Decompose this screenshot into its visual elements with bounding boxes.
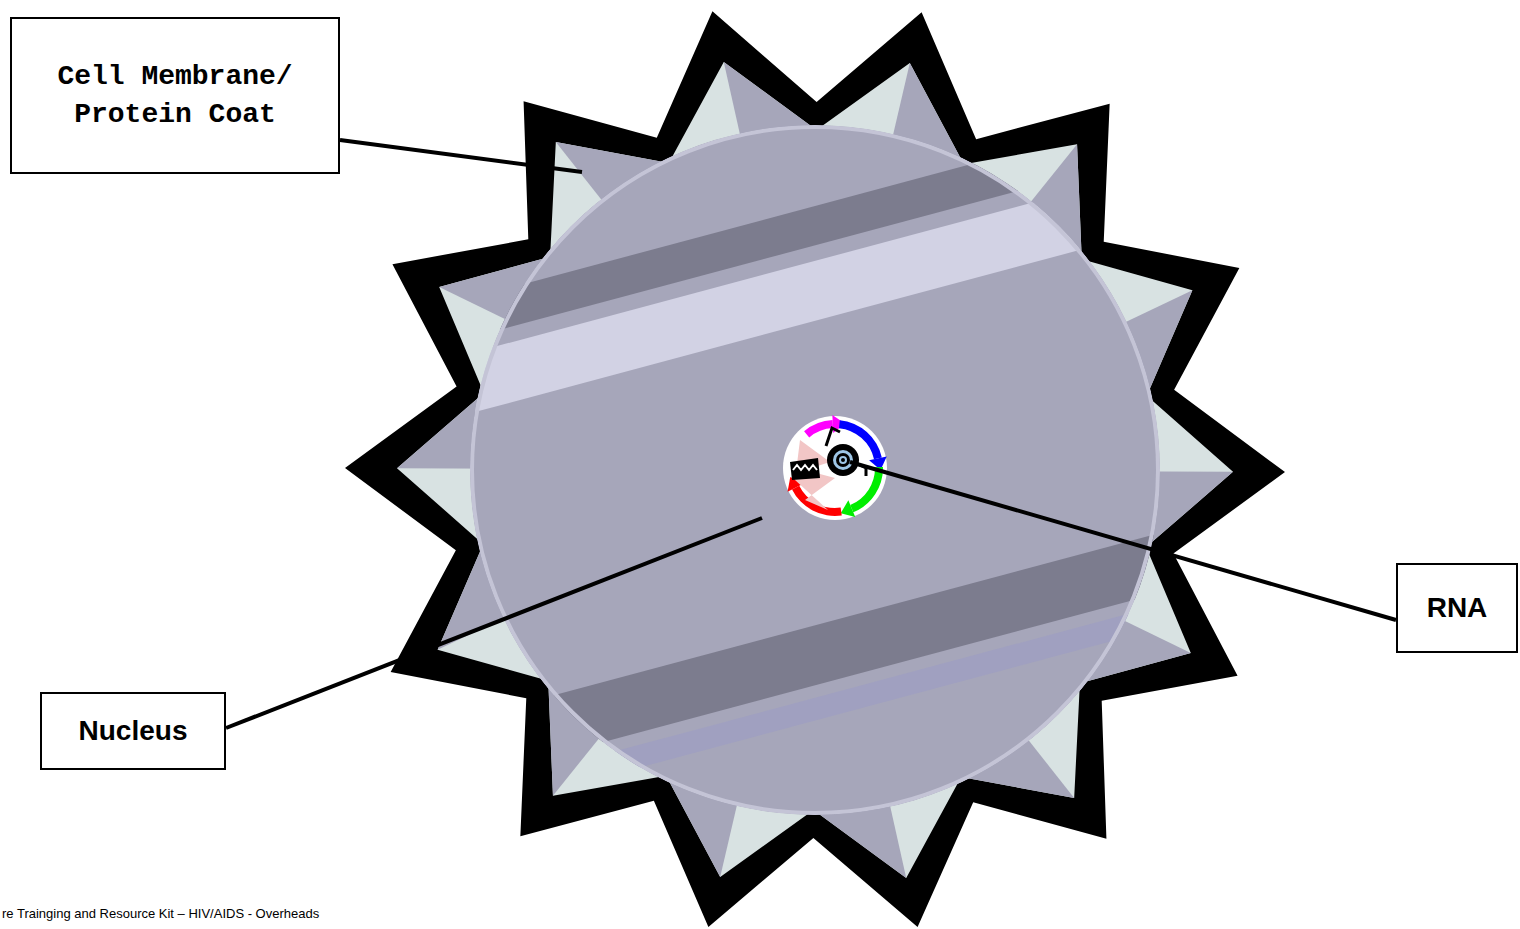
spike-fill <box>397 62 1233 878</box>
light-band <box>391 162 1198 430</box>
arrow-head <box>841 500 856 517</box>
leader-line <box>850 462 1396 620</box>
spike-layer <box>345 11 1285 927</box>
virus-body <box>377 111 1298 815</box>
teeth <box>793 465 817 470</box>
dark-band <box>482 502 1289 770</box>
mid-band <box>587 604 1172 781</box>
rna-dot <box>841 458 845 462</box>
leader-lines <box>226 140 1396 728</box>
leader-line <box>226 518 762 728</box>
rna-ring <box>839 456 847 464</box>
leader-line <box>340 140 582 172</box>
antenna <box>826 428 840 446</box>
rna-ring <box>836 453 850 467</box>
label-box: Cell Membrane/ Protein Coat <box>10 17 340 174</box>
label-box: Nucleus <box>40 692 226 770</box>
part-name: Nucleus <box>79 712 188 750</box>
rna-core <box>827 444 859 476</box>
part-name: Cell Membrane/ Protein Coat <box>25 58 325 134</box>
arrow-ring <box>788 415 887 517</box>
part-name: RNA <box>1427 589 1488 627</box>
body-rim <box>472 127 1158 813</box>
jaw-shape <box>790 458 820 480</box>
label-box: RNA <box>1396 563 1518 653</box>
spike-outline <box>345 11 1285 927</box>
footer-note: re Trainging and Resource Kit – HIV/AIDS… <box>2 906 319 921</box>
rna-ring <box>833 450 853 470</box>
